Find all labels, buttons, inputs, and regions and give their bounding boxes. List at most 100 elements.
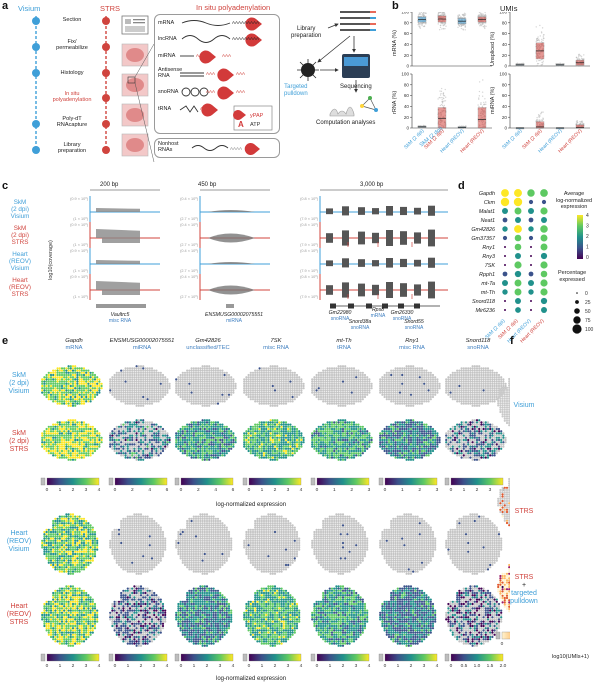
spot	[74, 528, 77, 531]
spot	[58, 395, 61, 399]
spot	[52, 378, 55, 381]
spot	[126, 373, 129, 377]
spot	[56, 425, 59, 428]
rna-label-antisense: Antisense RNA	[158, 67, 183, 79]
spot	[69, 537, 72, 540]
spot	[45, 445, 48, 448]
spot	[89, 376, 92, 379]
spot	[41, 380, 44, 383]
spot	[49, 629, 53, 632]
spot	[89, 454, 92, 457]
spot	[74, 609, 77, 612]
d-dot	[515, 253, 521, 259]
spot	[58, 591, 61, 595]
b-box	[477, 107, 487, 129]
spot	[71, 635, 75, 639]
spot	[49, 441, 53, 444]
b-point	[437, 14, 439, 16]
spot	[142, 393, 145, 396]
spot	[146, 443, 149, 446]
spot	[144, 423, 147, 426]
spot	[74, 452, 77, 455]
spot	[78, 611, 81, 614]
spot	[58, 371, 61, 374]
spot	[60, 555, 64, 558]
spot	[124, 395, 127, 399]
spot	[82, 443, 86, 446]
spot	[122, 376, 125, 379]
spot	[82, 611, 86, 614]
spot	[71, 596, 75, 599]
spot	[109, 432, 112, 435]
spot	[82, 395, 86, 399]
spot	[67, 402, 70, 405]
spot	[76, 596, 79, 599]
spot	[56, 552, 59, 556]
spot	[41, 389, 44, 392]
spot	[58, 441, 61, 444]
spot	[91, 393, 94, 396]
spot	[91, 544, 94, 547]
spot	[96, 430, 99, 433]
spot	[65, 522, 68, 525]
spot	[137, 380, 140, 383]
spot	[71, 618, 75, 621]
spot	[63, 640, 66, 643]
spot	[82, 618, 86, 621]
spot	[69, 387, 72, 390]
spot	[87, 395, 90, 399]
spot	[87, 382, 90, 385]
spot	[56, 447, 59, 450]
spot	[115, 393, 118, 396]
nonhost-rna-icon	[191, 143, 260, 155]
spot	[67, 633, 70, 636]
spot	[166, 387, 169, 390]
spot	[58, 544, 61, 547]
spot	[82, 427, 86, 431]
spot	[80, 447, 83, 450]
spot	[69, 402, 72, 405]
spot	[56, 541, 59, 545]
spot	[58, 400, 61, 403]
spot	[91, 605, 94, 608]
d-dot	[514, 243, 522, 251]
spot	[131, 445, 134, 448]
spot	[47, 371, 50, 374]
spot	[82, 387, 86, 390]
spot	[74, 544, 77, 547]
spot	[74, 594, 77, 597]
spot	[89, 449, 92, 453]
spot	[91, 631, 94, 634]
spot	[56, 430, 59, 433]
spot	[85, 387, 88, 390]
spot	[98, 380, 101, 383]
spot	[65, 600, 68, 603]
spot	[60, 535, 64, 538]
b-point	[420, 12, 423, 14]
spot	[47, 438, 50, 442]
spot	[60, 602, 64, 606]
spot	[142, 395, 145, 399]
spot	[47, 561, 50, 564]
spot	[139, 389, 143, 392]
spot	[155, 443, 158, 446]
d-size-tick: 75	[585, 318, 591, 324]
spot	[150, 382, 154, 385]
spot	[60, 425, 64, 428]
d-gene-label: Snord118	[472, 299, 495, 305]
spot	[49, 633, 53, 636]
spot	[157, 434, 160, 437]
c-exon-coverage	[428, 281, 435, 299]
spot	[124, 447, 127, 450]
spot	[153, 441, 156, 444]
spot	[82, 607, 86, 610]
spot	[60, 378, 64, 381]
spot	[76, 449, 79, 453]
spot	[65, 452, 68, 455]
c-gene-exon	[366, 303, 372, 309]
spot	[146, 400, 149, 403]
spot	[122, 378, 125, 381]
spot	[47, 633, 50, 636]
d-dot	[528, 208, 534, 214]
